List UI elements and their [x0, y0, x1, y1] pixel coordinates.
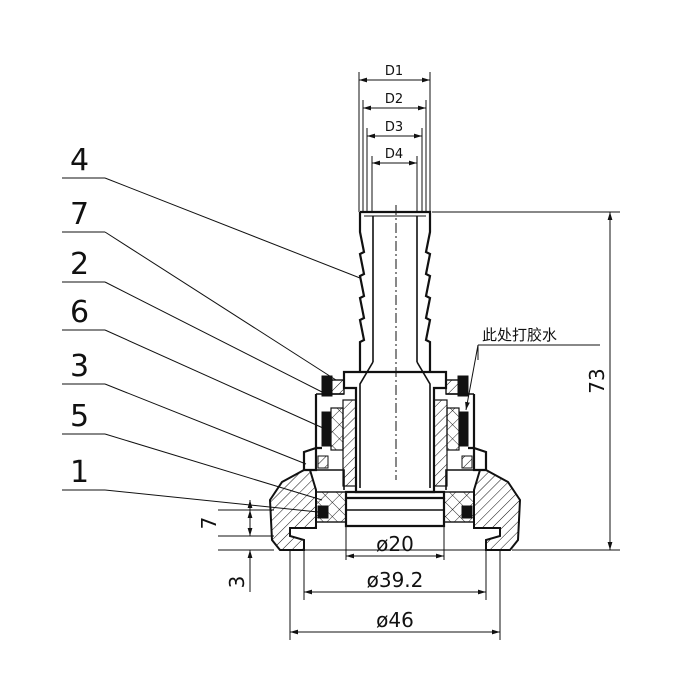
part-label-7: 7	[70, 197, 89, 232]
dim-d4: D4	[385, 147, 403, 162]
part-label-5: 5	[70, 399, 89, 434]
bottom-dimensions: ø20 ø39.2 ø46	[289, 526, 501, 640]
dim-dia-20: ø20	[376, 532, 414, 556]
part-label-3: 3	[70, 349, 89, 384]
left-dimensions: 7 3	[197, 500, 274, 592]
mid-housing-part	[302, 446, 488, 490]
dim-left-7: 7	[197, 517, 221, 530]
dim-d3: D3	[385, 120, 403, 135]
part-label-4: 4	[70, 143, 89, 178]
dim-d2: D2	[385, 92, 403, 107]
dim-d1: D1	[385, 64, 403, 79]
glue-note-text: 此处打胶水	[482, 326, 557, 344]
coupling-nut-part	[268, 469, 522, 551]
dim-height-73: 73	[585, 368, 609, 393]
part-label-6: 6	[70, 295, 89, 330]
dim-dia-39-2: ø39.2	[367, 568, 424, 592]
top-dimension-group: D1 D2 D3 D4	[358, 64, 431, 212]
glue-note: 此处打胶水	[465, 326, 600, 411]
seal-ring-part	[321, 399, 469, 487]
hose-barb-part	[342, 205, 448, 494]
part-label-1: 1	[70, 455, 89, 490]
part-label-2: 2	[70, 247, 89, 282]
leader-lines	[62, 177, 361, 513]
dim-dia-46: ø46	[376, 608, 414, 632]
dim-left-3: 3	[225, 576, 249, 589]
height-dimension: 73	[432, 211, 620, 551]
part-number-labels: 4 7 2 6 3 5 1	[70, 143, 89, 490]
